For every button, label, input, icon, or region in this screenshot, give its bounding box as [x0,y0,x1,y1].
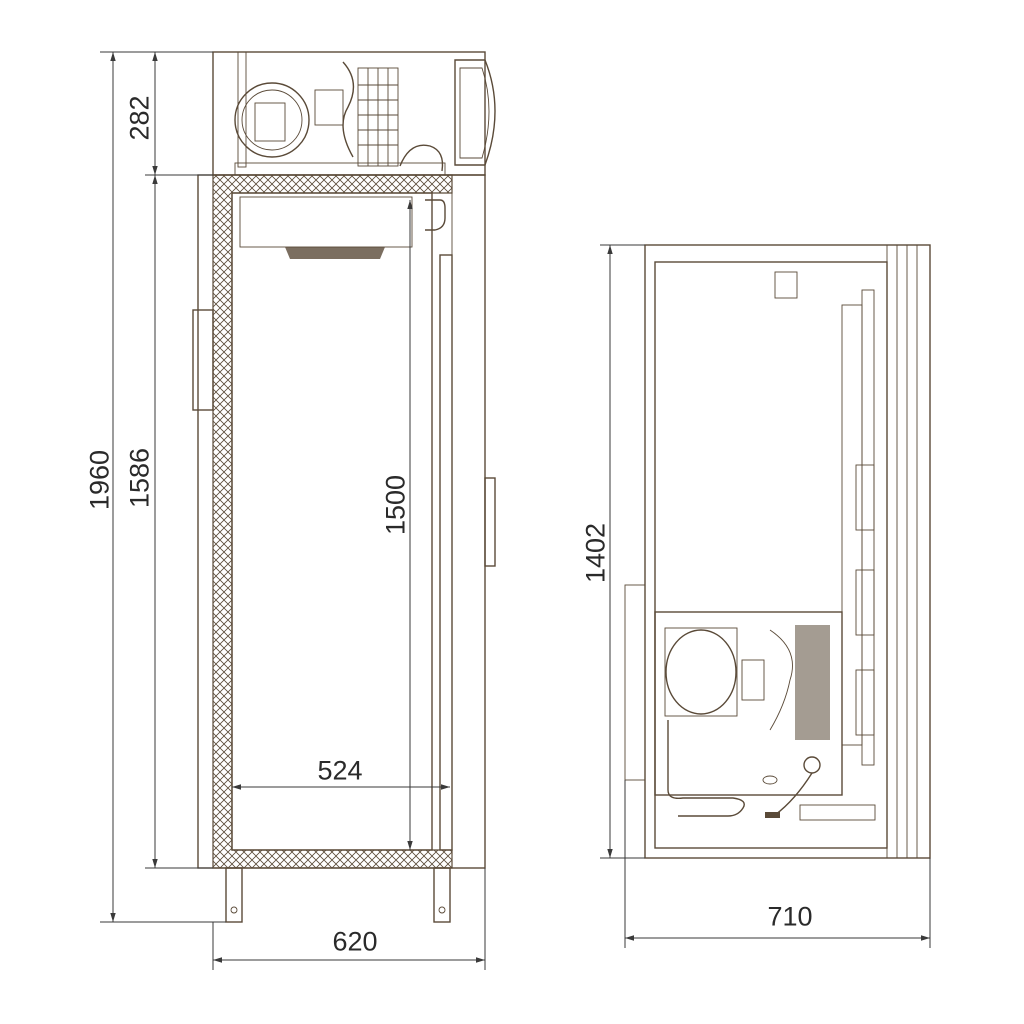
side-dimension-lines [600,244,931,948]
leg-right [433,867,451,923]
leg-left [225,867,243,923]
dimension-inner-width: 524 [317,755,363,786]
front-dimension-lines [100,51,486,970]
dimension-inner-height: 1500 [380,474,411,536]
dimension-total-height: 1960 [84,449,115,511]
cabinet-body [192,174,496,923]
dimension-depth: 710 [767,901,813,932]
side-view [600,244,931,948]
machine-compartment [654,611,876,821]
dimension-side-height: 1402 [580,522,611,584]
door-handle [192,309,214,411]
dimension-cabinet-height: 1586 [124,447,155,509]
front-view [100,51,496,970]
dimension-unit-height: 282 [124,95,155,141]
side-handle [484,477,496,567]
dimension-total-width: 620 [332,926,378,957]
condensing-unit [212,51,496,176]
